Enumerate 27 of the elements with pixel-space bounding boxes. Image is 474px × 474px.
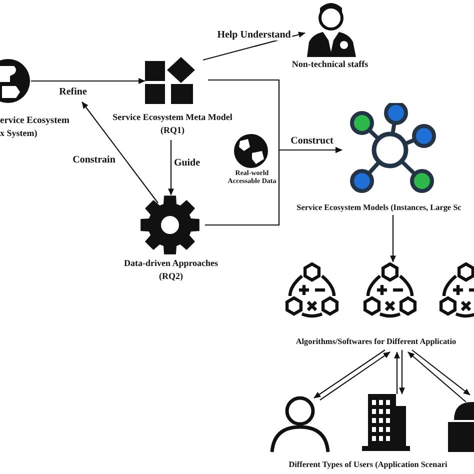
node-label: ervice Ecosystem [0,116,70,126]
arrow [31,78,146,84]
edge-label: Help Understand [216,30,292,40]
arrow [399,350,405,394]
arrow [390,215,396,262]
arrow [314,350,386,398]
person-icon [268,395,332,453]
arrow [82,102,158,204]
arrow [408,352,466,402]
node-label: Service Ecosystem Models (Instances, Large Sc [296,203,462,212]
node-sublabel: (RQ2) [158,272,184,282]
node-label: Algorithms/Softwares for Different Applicatio [294,337,458,346]
node-sublabel: (RQ1) [160,126,186,136]
arrow [205,147,342,226]
node-label: Service Ecosystem Meta Model [112,113,234,123]
arrow [412,350,470,396]
node-label: Data-driven Approaches [122,259,220,269]
node-sublabel: x System) [0,129,38,139]
edge-label: Guide [172,158,202,168]
edge-label: Construct [290,136,334,146]
edge-label: Constrain [72,154,116,166]
edge-label: Refine [58,86,88,98]
arrow [394,352,400,394]
arrow [320,352,390,400]
node-label: Non-technical staffs [290,60,370,70]
node-label: Different Types of Users (Application Scenari [288,460,448,470]
arrow [168,140,174,196]
